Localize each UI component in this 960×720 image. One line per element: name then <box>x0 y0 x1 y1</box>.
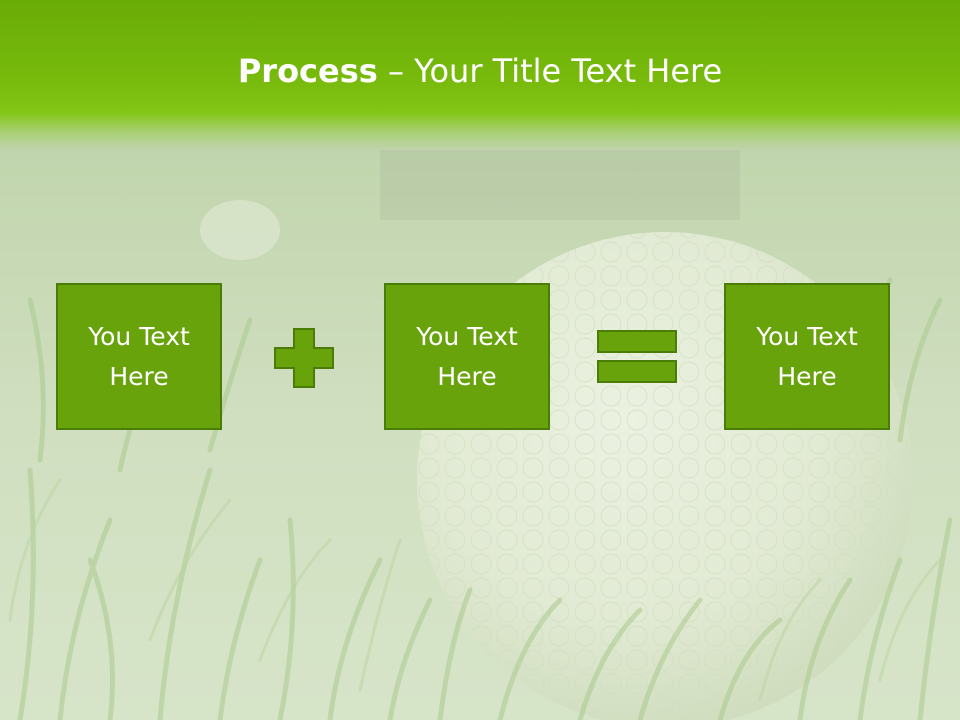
process-box-1-label: You Text Here <box>88 321 190 391</box>
title-band <box>0 0 960 150</box>
plus-icon <box>274 328 334 388</box>
process-box-3-label: You Text Here <box>756 321 858 391</box>
process-box-2-label: You Text Here <box>416 321 518 391</box>
process-box-2[interactable]: You Text Here <box>384 283 550 430</box>
process-box-1[interactable]: You Text Here <box>56 283 222 430</box>
equals-icon <box>597 330 677 383</box>
title-bold: Process <box>237 52 378 90</box>
process-box-3[interactable]: You Text Here <box>724 283 890 430</box>
slide-title: Process – Your Title Text Here <box>0 52 960 90</box>
title-rest: – Your Title Text Here <box>377 52 723 90</box>
